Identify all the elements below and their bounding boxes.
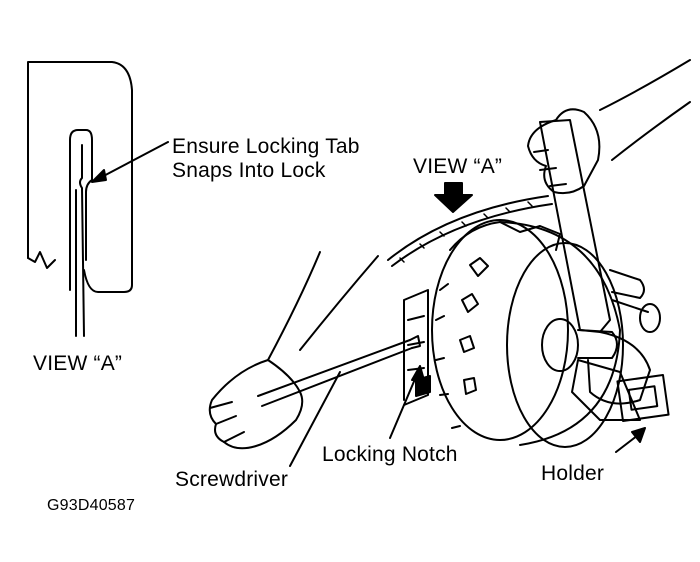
ensure-leader [95, 141, 169, 181]
upper-fingers [527, 108, 601, 195]
holder-body [571, 359, 641, 421]
booster-rear-face [506, 242, 624, 448]
bracket-detail [407, 315, 425, 371]
lower-fingers [209, 401, 245, 443]
wrench-handle [539, 119, 611, 333]
lower-arm [267, 251, 379, 361]
ensure-label-line2: Snaps Into Lock [172, 159, 326, 182]
ensure-label-line1: Ensure Locking Tab [172, 135, 360, 158]
booster-rim [449, 221, 561, 251]
figure-code: G93D40587 [47, 497, 136, 514]
inset-break [27, 251, 56, 269]
inset-outline [27, 61, 133, 293]
holder-label: Holder [541, 462, 605, 485]
view-a-top-label: VIEW “A” [413, 155, 503, 178]
lock-band [387, 195, 549, 261]
lock-band-hatch [399, 201, 533, 263]
booster-front-shell [431, 219, 569, 441]
upper-hand [527, 59, 691, 195]
locking-tab [79, 144, 85, 337]
view-a-arrow-group [387, 182, 553, 267]
upper-knuckles [533, 149, 567, 187]
view-a-inset [27, 61, 169, 337]
locking-notch-arrowhead [411, 365, 425, 381]
holder-square-inner [627, 385, 659, 411]
rim-teeth [435, 283, 461, 429]
locking-notch-label: Locking Notch [322, 443, 458, 466]
stud-top [609, 269, 645, 299]
lock-band-inner [391, 203, 553, 267]
center-hub [541, 318, 579, 372]
holder-square-drive [616, 373, 670, 423]
stud-shaft [611, 299, 649, 313]
bracket [403, 289, 429, 406]
ensure-arrowhead [91, 169, 107, 183]
screwdriver-shaft [257, 339, 413, 407]
holder-tool [539, 119, 670, 453]
screwdriver-tip [409, 335, 421, 349]
screwdriver-label: Screwdriver [175, 468, 289, 491]
screwdriver-assembly [208, 251, 425, 467]
view-a-arrow [434, 182, 473, 213]
screwdriver-leader [289, 371, 341, 467]
upper-arm [599, 59, 691, 161]
view-a-left-label: VIEW “A” [33, 352, 123, 375]
locking-notch-leader [389, 371, 419, 439]
wrench-jaw [587, 331, 651, 405]
booster-assembly [403, 219, 661, 448]
output-boss [577, 329, 618, 359]
locking-tab-slot [69, 129, 93, 291]
stud-nut-top [639, 303, 661, 333]
booster-back-shell [499, 221, 621, 446]
locking-notches [459, 257, 489, 395]
holder-arrowhead [631, 427, 646, 443]
lower-hand [208, 359, 304, 450]
